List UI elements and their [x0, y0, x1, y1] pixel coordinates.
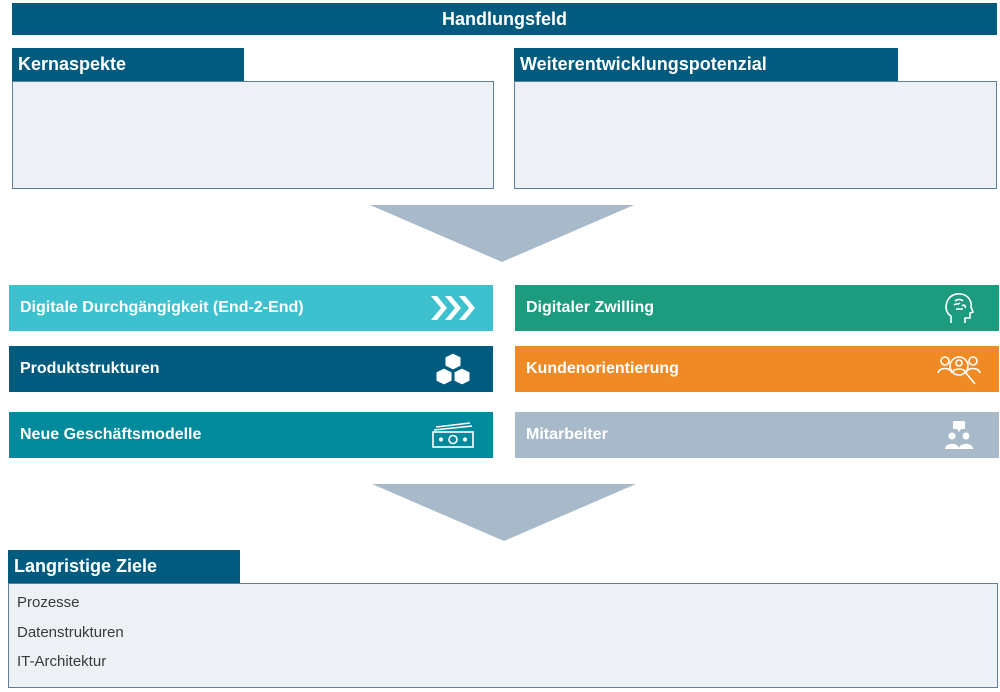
field-label: Kundenorientierung	[526, 360, 679, 377]
down-arrow-1	[370, 205, 634, 262]
weiterentwicklung-header: Weiterentwicklungspotenzial	[514, 48, 898, 81]
langristige-ziele-title: Langristige Ziele	[14, 556, 158, 576]
field-label: Neue Geschäftsmodelle	[20, 426, 202, 443]
field-digitaler-zwilling: Digitaler Zwilling	[515, 285, 999, 331]
langristige-ziele-header: Langristige Ziele	[8, 550, 240, 583]
team-icon	[935, 415, 983, 455]
cubes-icon	[429, 349, 477, 389]
banner-title: Handlungsfeld	[442, 8, 567, 29]
weiterentwicklung-box	[514, 81, 997, 189]
people-search-icon	[935, 349, 983, 389]
kernaspekte-box	[12, 81, 494, 189]
banknote-icon	[429, 415, 477, 455]
field-label: Digitaler Zwilling	[526, 299, 655, 316]
field-neue-geschaeftsmodelle: Neue Geschäftsmodelle	[9, 412, 493, 458]
field-label: Produktstrukturen	[20, 360, 160, 377]
kernaspekte-header: Kernaspekte	[12, 48, 244, 81]
field-mitarbeiter: Mitarbeiter	[515, 412, 999, 458]
field-label: Digitale Durchgängigkeit (End-2-End)	[20, 299, 304, 316]
goals-list: Prozesse Datenstrukturen IT-Architektur	[9, 584, 997, 677]
brain-head-icon	[935, 288, 983, 328]
field-digitale-durchgaengigkeit: Digitale Durchgängigkeit (End-2-End)	[9, 285, 493, 331]
field-label: Mitarbeiter	[526, 426, 608, 443]
handlungsfeld-banner: Handlungsfeld	[12, 3, 997, 35]
goal-item: Prozesse	[17, 594, 80, 611]
weiterentwicklung-title: Weiterentwicklungspotenzial	[520, 54, 767, 74]
goal-item: IT-Architektur	[17, 653, 107, 670]
chevrons-right-icon	[429, 288, 477, 328]
langristige-ziele-box: Prozesse Datenstrukturen IT-Architektur	[8, 583, 998, 688]
down-arrow-2	[372, 484, 636, 541]
goal-item: Datenstrukturen	[17, 623, 124, 641]
field-produktstrukturen: Produktstrukturen	[9, 346, 493, 392]
field-kundenorientierung: Kundenorientierung	[515, 346, 999, 392]
kernaspekte-title: Kernaspekte	[18, 54, 127, 74]
